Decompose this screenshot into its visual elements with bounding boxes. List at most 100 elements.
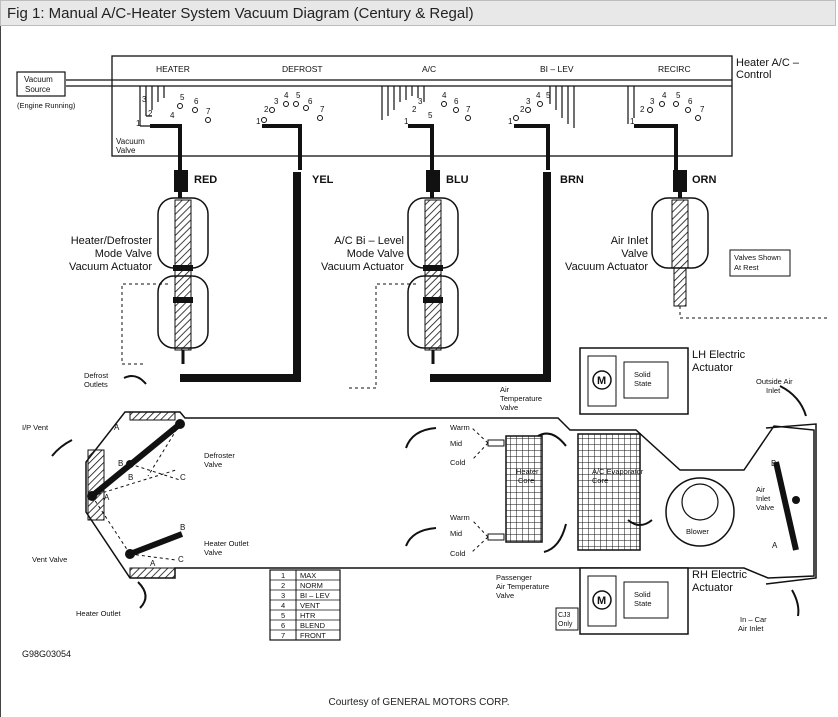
port-digit: 2 [640, 105, 645, 114]
port-digit: 6 [688, 97, 693, 106]
cj3-label-2: Only [558, 621, 573, 628]
rh-electric-actuator: M Solid State RH Electric Actuator [579, 567, 748, 635]
defrost-outlets-label: Defrost [84, 371, 109, 380]
port-digit: 6 [454, 97, 459, 106]
port-digit: 2 [520, 105, 525, 114]
ac-bilevel-label: A/C Bi – Level [334, 235, 404, 247]
port-digit: 4 [662, 91, 667, 100]
door-letter-a: A [114, 423, 120, 432]
ac-evaporator-label: A/C Evaporator [592, 467, 644, 476]
legend-num: 6 [281, 621, 285, 630]
mode-label-defrost: DEFROST [282, 64, 323, 74]
heater-defroster-label: Heater/Defroster [71, 235, 153, 247]
port-digit: 5 [546, 91, 551, 100]
port-digit: 3 [418, 97, 423, 106]
port-digit: 7 [320, 105, 325, 114]
control-head: 3 2 1 4 5 6 7 1 2 3 4 5 6 7 1 2 3 5 4 6 … [66, 55, 800, 157]
port-digit: 7 [466, 105, 471, 114]
pass-air-temp-label-2: Air Temperature [496, 582, 549, 591]
vent-valve-label: Vent Valve [32, 555, 67, 564]
hose-lines [150, 124, 682, 382]
legend-label: NORM [300, 581, 323, 590]
ac-bilevel-label-3: Vacuum Actuator [321, 261, 404, 273]
legend-num: 4 [281, 601, 285, 610]
vacuum-valve-label: Vacuum [116, 137, 145, 146]
lh-solid-state: Solid [634, 370, 651, 379]
hvac-case [51, 375, 817, 617]
vacuum-valve-label-2: Valve [116, 146, 136, 155]
heater-outlet-valve-label: Heater Outlet [204, 539, 250, 548]
door-letter-a-3: A [150, 559, 156, 568]
port-digit: 2 [264, 105, 269, 114]
air-inlet-actuator [651, 197, 709, 307]
port-digit: 3 [650, 97, 655, 106]
port-digit: 4 [170, 111, 175, 120]
hose-label-brn: BRN [560, 174, 584, 186]
port-digit: 5 [180, 93, 185, 102]
inlet-letter-b: B [771, 459, 776, 468]
port-circles [177, 101, 701, 123]
port-digit: 2 [148, 109, 153, 118]
port-digit: 6 [194, 97, 199, 106]
hose-connectors [174, 170, 687, 192]
engine-running-label: (Engine Running) [17, 101, 76, 110]
figure-title: Fig 1: Manual A/C-Heater System Vacuum D… [7, 5, 474, 22]
legend-num: 2 [281, 581, 285, 590]
air-inlet-label-3: Vacuum Actuator [565, 261, 648, 273]
air-inlet-label-2: Valve [621, 248, 648, 260]
air-inlet-label: Air Inlet [611, 235, 648, 247]
rh-motor-label: M [597, 595, 606, 607]
port-digit: 7 [206, 107, 211, 116]
legend-label: BLEND [300, 621, 326, 630]
legend-num: 5 [281, 611, 285, 620]
pass-air-temp-label: Passenger [496, 573, 532, 582]
credit-line: Courtesy of GENERAL MOTORS CORP. [328, 697, 510, 708]
air-temp-valve-label-3: Valve [500, 403, 518, 412]
valves-note-text: Valves Shown [734, 253, 781, 262]
outside-air-label-2: Inlet [766, 386, 781, 395]
mode-label-ac: A/C [422, 64, 436, 74]
valves-note: Valves Shown At Rest [729, 249, 791, 277]
warm-label: Warm [450, 423, 470, 432]
mid-label: Mid [450, 439, 462, 448]
rh-actuator-label: RH Electric [692, 569, 748, 581]
figure-frame [0, 26, 838, 717]
mode-label-heater: HEATER [156, 64, 190, 74]
port-digit: 4 [442, 91, 447, 100]
mode-label-recirc: RECIRC [658, 64, 691, 74]
lh-motor-label: M [597, 375, 606, 387]
rh-actuator-label-2: Actuator [692, 582, 733, 594]
port-digit: 4 [284, 91, 289, 100]
cj3-label: CJ3 [558, 612, 571, 619]
legend-label: VENT [300, 601, 320, 610]
port-digit: 3 [142, 95, 147, 104]
hose-label-yel: YEL [312, 174, 334, 186]
legend-label: MAX [300, 571, 316, 580]
air-inlet-valve-label-2: Inlet [756, 494, 771, 503]
defroster-valve-label-2: Valve [204, 460, 222, 469]
valves-note-text-2: At Rest [734, 263, 760, 272]
legend-num: 1 [281, 571, 285, 580]
hose-label-red: RED [194, 174, 217, 186]
hose-label-blu: BLU [446, 174, 469, 186]
legend-num: 3 [281, 591, 285, 600]
door-letter-a-2: A [104, 493, 110, 502]
door-letter-c: C [180, 473, 186, 482]
in-car-air-label-2: Air Inlet [738, 624, 764, 633]
ac-bilevel-label-2: Mode Valve [347, 248, 404, 260]
door-letter-b: B [118, 459, 123, 468]
figure-code: G98G03054 [22, 649, 71, 659]
heater-core-label: Heater [516, 467, 539, 476]
port-digit: 6 [308, 97, 313, 106]
legend-label: FRONT [300, 631, 326, 640]
cj3-note: CJ3 Only [555, 607, 579, 631]
port-digit: 1 [136, 119, 141, 128]
defrost-outlets-label-2: Outlets [84, 380, 108, 389]
ac-bilevel-actuator [407, 197, 459, 364]
defroster-valve-label: Defroster [204, 451, 235, 460]
port-digit: 5 [676, 91, 681, 100]
control-title-2: Control [736, 69, 771, 81]
port-digit: 1 [508, 117, 513, 126]
lh-electric-actuator: M Solid State LH Electric Actuator [579, 347, 746, 415]
